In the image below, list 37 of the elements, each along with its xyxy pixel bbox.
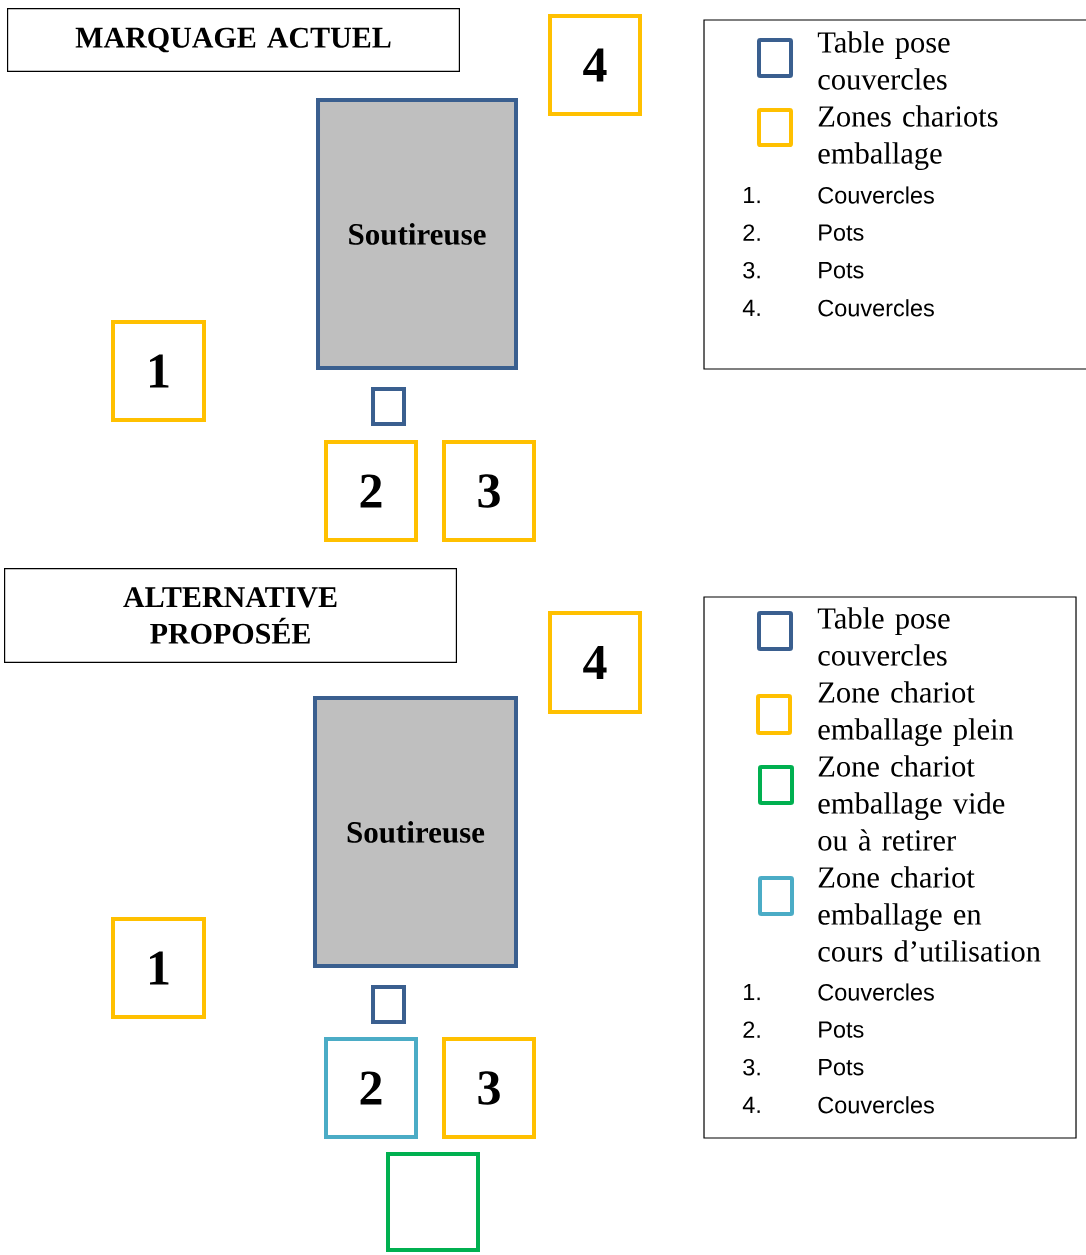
machine-box: Soutireuse bbox=[316, 98, 518, 370]
zone-box: 2 bbox=[324, 440, 418, 542]
legend-text: Zones chariots emballage bbox=[818, 105, 998, 170]
zone-box: 1 bbox=[111, 917, 206, 1019]
table-box bbox=[386, 1152, 480, 1252]
table-box bbox=[371, 387, 406, 426]
legend-text: Table pose couvercles bbox=[817, 31, 950, 90]
list-number: 4. bbox=[742, 1096, 760, 1113]
list-item: Couvercles bbox=[818, 186, 934, 204]
zone-box: 1 bbox=[111, 320, 206, 422]
list-item: Pots bbox=[819, 1059, 864, 1076]
machine-box: Soutireuse bbox=[313, 696, 518, 968]
zone-box: 2 bbox=[324, 1037, 418, 1139]
legend-text: Table pose couvercles bbox=[817, 607, 950, 666]
list-item: Pots bbox=[819, 1021, 864, 1038]
list-number: 3. bbox=[743, 1058, 760, 1076]
list-item: Couvercles bbox=[818, 1096, 934, 1114]
zone-box: 3 bbox=[442, 1037, 536, 1139]
list-item: Couvercles bbox=[818, 299, 934, 317]
list-number: 2. bbox=[743, 1021, 760, 1038]
legend-text: Zone chariot emballage plein bbox=[818, 681, 1014, 747]
zone-box: 4 bbox=[548, 14, 642, 116]
legend-text: Zone chariot emballage vide ou à retirer bbox=[818, 755, 1005, 851]
list-number: 1. bbox=[744, 983, 760, 1001]
table-box bbox=[371, 985, 406, 1024]
list-item: Couvercles bbox=[818, 983, 934, 1001]
title-box: MARQUAGE ACTUEL bbox=[7, 8, 460, 72]
list-number: 1. bbox=[744, 186, 760, 204]
zone-box: 4 bbox=[548, 611, 642, 714]
list-number: 3. bbox=[743, 261, 760, 279]
legend-text: Zone chariot emballage en cours d’utilisation bbox=[818, 866, 1041, 962]
list-item: Pots bbox=[819, 262, 864, 279]
zone-box: 3 bbox=[442, 440, 536, 542]
title-box: ALTERNATIVE PROPOSÉE bbox=[4, 568, 457, 663]
list-number: 2. bbox=[743, 224, 760, 241]
list-item: Pots bbox=[819, 224, 864, 241]
list-number: 4. bbox=[742, 299, 760, 316]
